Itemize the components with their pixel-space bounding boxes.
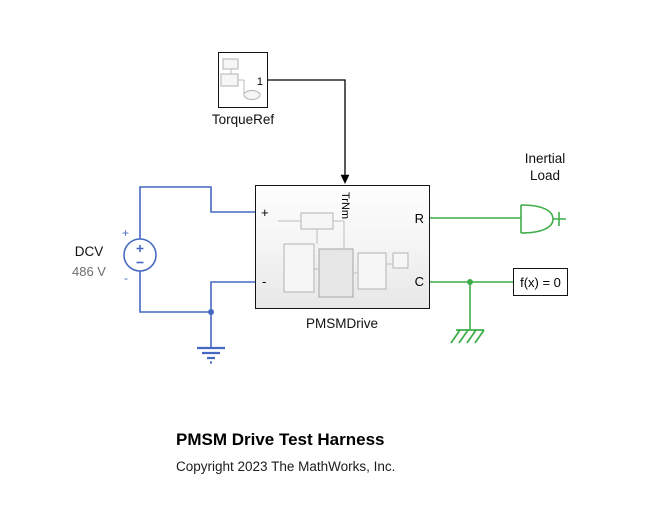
inertial-load-label-line2: Load xyxy=(529,167,561,183)
dc-voltage-source-icon[interactable] xyxy=(123,238,157,272)
port-label-plus: + xyxy=(261,205,269,220)
electrical-ground-icon[interactable] xyxy=(197,346,225,364)
rotational-ground-icon[interactable] xyxy=(450,329,485,344)
copyright-text: Copyright 2023 The MathWorks, Inc. xyxy=(176,459,396,474)
dcv-plus-mark: + xyxy=(122,226,130,240)
electrical-wire-negative[interactable] xyxy=(139,271,255,348)
torqueref-block[interactable]: 1 xyxy=(218,52,268,108)
solver-label: f(x) = 0 xyxy=(520,274,561,290)
pmsmdrive-label: PMSMDrive xyxy=(305,316,378,331)
wire-arrowhead-icon xyxy=(340,174,350,184)
dcv-minus-mark: - xyxy=(124,271,128,285)
port-label-c: C xyxy=(414,274,424,289)
diagram-title: PMSM Drive Test Harness xyxy=(176,430,385,449)
pmsmdrive-preview-icon xyxy=(278,212,409,298)
inertia-icon[interactable] xyxy=(520,204,566,234)
signal-wire-torqueref-to-pmsmdrive[interactable] xyxy=(268,79,350,184)
dcv-label: DCV xyxy=(74,244,104,259)
torqueref-output-port-label: 1 xyxy=(256,76,263,88)
electrical-wire-positive[interactable] xyxy=(139,186,255,239)
solver-block[interactable]: f(x) = 0 xyxy=(513,268,568,296)
pmsmdrive-block[interactable]: + - TrNm R C xyxy=(255,185,430,309)
torqueref-label: TorqueRef xyxy=(211,112,275,127)
port-label-r: R xyxy=(414,211,424,226)
dc-source-plus-icon xyxy=(136,245,144,252)
mechanical-wire-c[interactable] xyxy=(430,279,513,330)
port-label-trnm: TrNm xyxy=(339,192,351,220)
subsystem-preview-icon xyxy=(220,58,261,100)
inertial-load-label-line1: Inertial xyxy=(524,151,566,166)
port-label-minus: - xyxy=(262,274,267,289)
inertial-load-label: Inertial Load xyxy=(495,151,595,185)
dcv-value: 486 V xyxy=(72,264,106,279)
